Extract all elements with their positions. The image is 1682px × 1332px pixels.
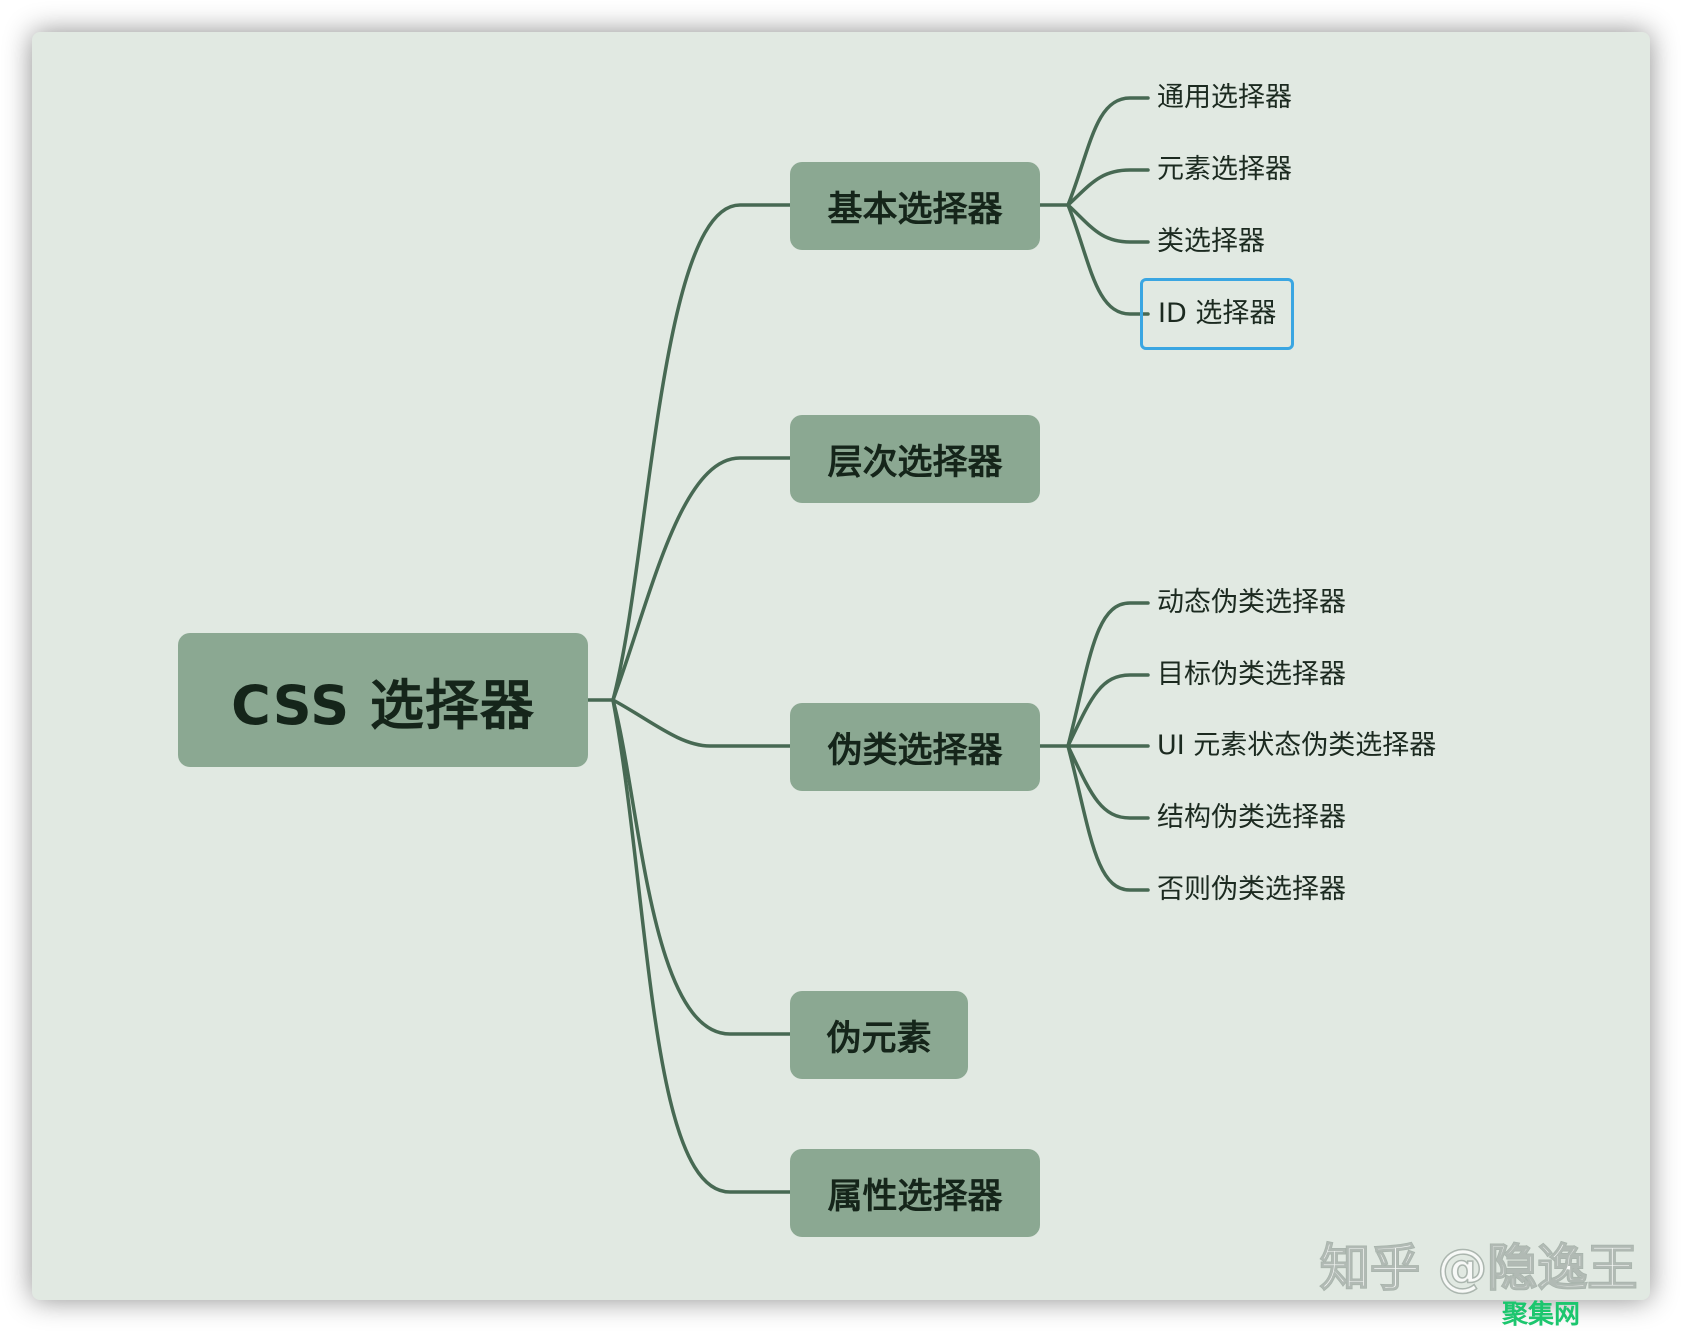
leaf-topic[interactable]: 通用选择器 — [1157, 82, 1292, 113]
branch-label: 基本选择器 — [827, 189, 1003, 230]
leaf-topic[interactable]: 动态伪类选择器 — [1157, 587, 1346, 618]
root-node[interactable]: CSS 选择器 — [178, 633, 588, 767]
watermark-logo: 聚集网 — [1502, 1300, 1581, 1330]
connector-b3-leaf-4 — [1066, 744, 1150, 820]
branch-label: 属性选择器 — [827, 1176, 1003, 1217]
leaf-topic[interactable]: 类选择器 — [1157, 226, 1265, 257]
leaf-topic[interactable]: 否则伪类选择器 — [1157, 874, 1346, 905]
connector-root-branch-5 — [611, 698, 792, 1194]
leaf-topic[interactable]: 结构伪类选择器 — [1157, 802, 1346, 833]
connector-root-branch-1 — [585, 203, 792, 702]
branch-node-hierarchy-selectors[interactable]: 层次选择器 — [790, 415, 1040, 503]
root-node-label: CSS 选择器 — [231, 673, 535, 737]
connector-b1-leaf-2 — [1066, 168, 1150, 207]
connector-root-branch-3 — [611, 698, 792, 748]
connector-b3-leaf-5 — [1066, 744, 1150, 892]
leaf-topic[interactable]: 目标伪类选择器 — [1157, 659, 1346, 690]
connector-root-branch-2 — [611, 456, 792, 702]
branch-node-pseudo-class-selectors[interactable]: 伪类选择器 — [790, 703, 1040, 791]
leaf-topic[interactable]: 元素选择器 — [1157, 154, 1292, 185]
branch-label: 伪元素 — [826, 1018, 932, 1059]
connector-b1-leaf-3 — [1066, 203, 1150, 244]
connector-b3-leaf-2 — [1066, 673, 1150, 748]
watermark-text: 知乎 @隐逸王 — [1319, 1238, 1638, 1298]
leaf-topic-selected[interactable]: ID 选择器 — [1140, 278, 1295, 350]
connector-b1-leaf-4 — [1066, 203, 1150, 316]
connector-root-branch-4 — [611, 698, 792, 1036]
branch-node-attribute-selectors[interactable]: 属性选择器 — [790, 1149, 1040, 1237]
branch-node-pseudo-elements[interactable]: 伪元素 — [790, 991, 968, 1079]
leaf-topic[interactable]: UI 元素状态伪类选择器 — [1157, 730, 1437, 761]
branch-label: 层次选择器 — [827, 442, 1003, 483]
connector-b3-leaf-1 — [1038, 601, 1150, 748]
connector-b1-leaf-1 — [1038, 96, 1150, 207]
branch-node-basic-selectors[interactable]: 基本选择器 — [790, 162, 1040, 250]
branch-label: 伪类选择器 — [827, 730, 1003, 771]
